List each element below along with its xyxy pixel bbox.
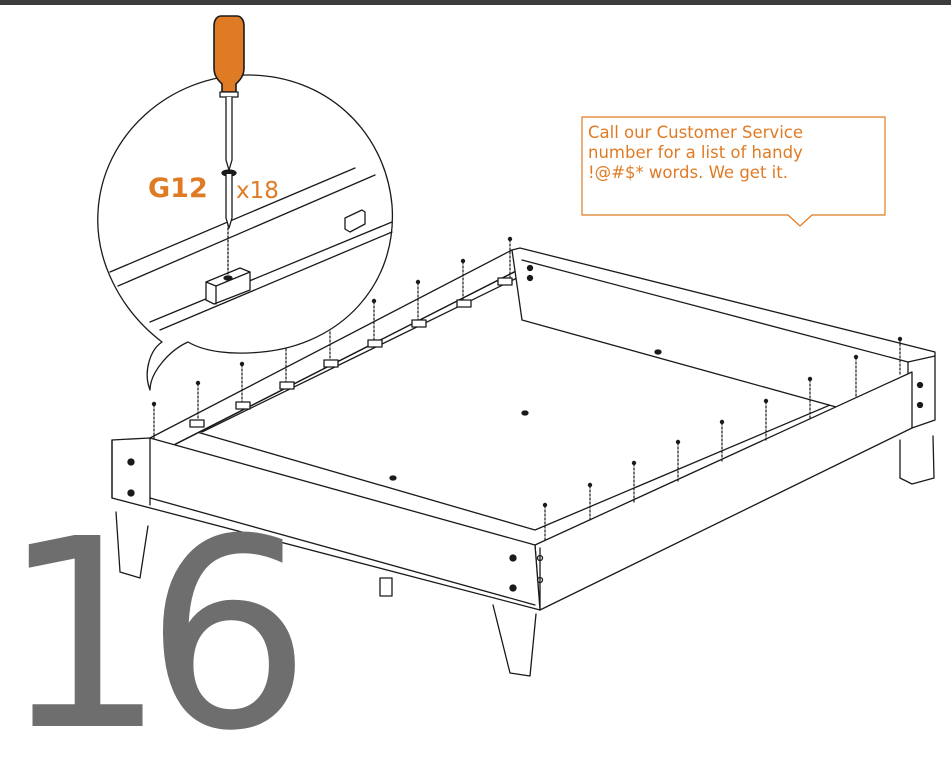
screwdriver-icon	[213, 15, 245, 171]
detail-magnifier	[97, 74, 394, 391]
deck-holes	[389, 349, 662, 481]
bed-leg-back-right	[899, 435, 935, 485]
bed-leg-back-center	[379, 577, 393, 597]
top-rule	[0, 0, 951, 5]
callout-line: Call our Customer Service	[588, 123, 803, 142]
callout-line: !@#$* words. We get it.	[588, 163, 788, 182]
callout-line: number for a list of handy	[588, 143, 803, 162]
callout-text: Call our Customer Service number for a l…	[588, 123, 888, 183]
screws-left-rail	[151, 236, 513, 441]
step-number: 16	[0, 483, 311, 783]
hardware-part-code: G12	[148, 173, 208, 204]
callout-bubble	[581, 116, 886, 227]
screws-right-rail	[542, 336, 903, 543]
hardware-quantity: x18	[236, 178, 279, 204]
bed-leg-front-left	[115, 511, 149, 579]
bed-leg-front-right	[492, 604, 537, 677]
screw-detail	[221, 169, 237, 229]
footboard-rail	[111, 437, 544, 611]
